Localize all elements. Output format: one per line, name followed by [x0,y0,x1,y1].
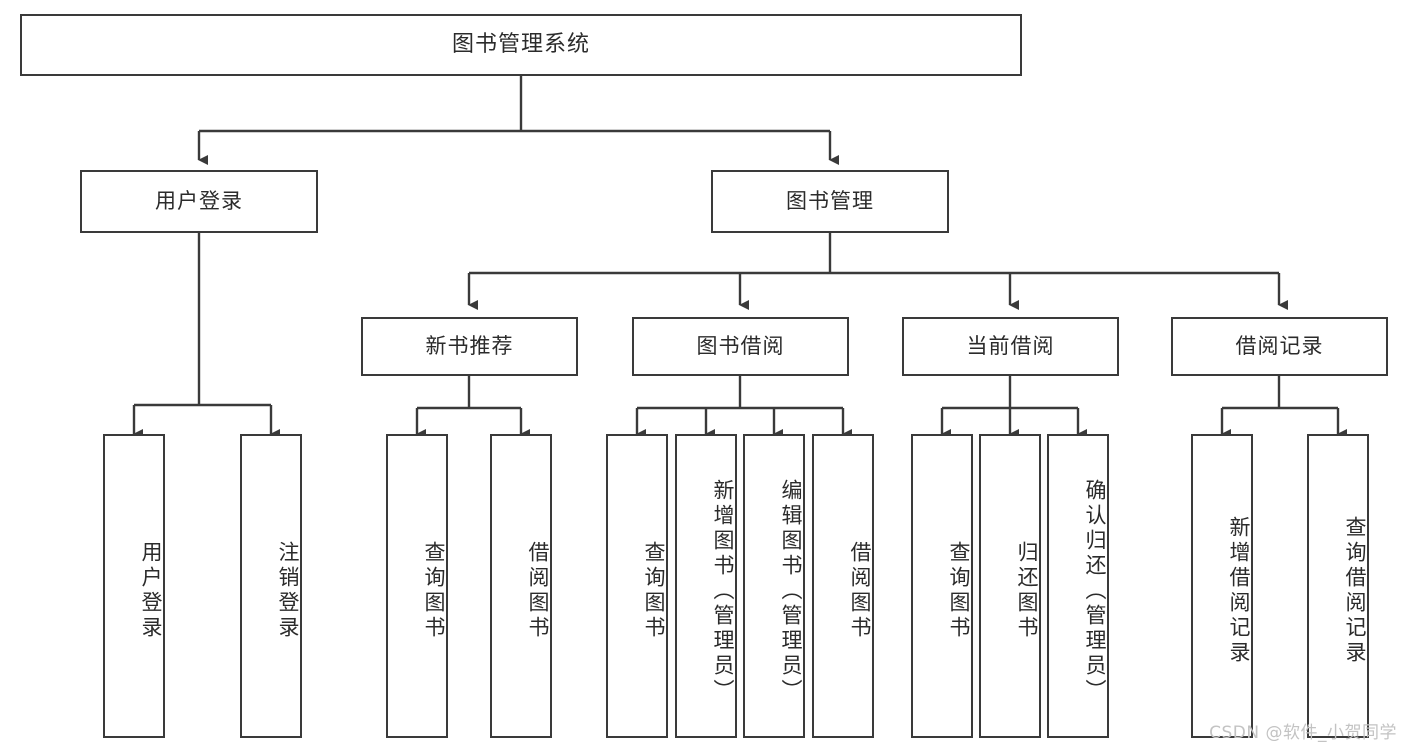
node-label: 新增借阅记录 [1227,516,1251,666]
node-label: 借阅记录 [1235,334,1324,359]
node-label: 归还图书 [1015,541,1039,641]
node-label: 查询图书 [947,541,971,641]
node-label: 注销登录 [276,541,300,641]
node-borrow-record[interactable]: 借阅记录 [1171,317,1388,376]
leaf-query-book-2[interactable]: 查询图书 [606,434,668,738]
node-label: 确认归还（管理员） [1083,478,1107,704]
leaf-add-record[interactable]: 新增借阅记录 [1191,434,1253,738]
node-label: 当前借阅 [966,334,1055,359]
node-label: 新增图书（管理员） [711,478,735,704]
node-label: 查询图书 [422,541,446,641]
node-label: 借阅图书 [526,541,550,641]
leaf-confirm-return[interactable]: 确认归还（管理员） [1047,434,1109,738]
leaf-edit-book[interactable]: 编辑图书（管理员） [743,434,805,738]
node-label: 图书管理系统 [451,32,590,58]
node-label: 查询借阅记录 [1343,516,1367,666]
leaf-query-book-1[interactable]: 查询图书 [386,434,448,738]
node-label: 借阅图书 [848,541,872,641]
node-new-book-recommend[interactable]: 新书推荐 [361,317,578,376]
node-label: 新书推荐 [425,334,514,359]
leaf-return-book[interactable]: 归还图书 [979,434,1041,738]
leaf-query-record[interactable]: 查询借阅记录 [1307,434,1369,738]
node-book-management[interactable]: 图书管理 [711,170,949,233]
leaf-user-login[interactable]: 用户登录 [103,434,165,738]
node-label: 用户登录 [139,541,163,641]
node-label: 编辑图书（管理员） [779,478,803,704]
node-label: 查询图书 [642,541,666,641]
leaf-add-book[interactable]: 新增图书（管理员） [675,434,737,738]
node-label: 图书管理 [786,189,874,214]
node-label: 用户登录 [155,189,243,214]
node-root-book-management-system[interactable]: 图书管理系统 [20,14,1022,76]
leaf-borrow-book-1[interactable]: 借阅图书 [490,434,552,738]
leaf-query-book-3[interactable]: 查询图书 [911,434,973,738]
node-label: 图书借阅 [696,334,785,359]
watermark-text: CSDN @软件_小贺同学 [1209,723,1397,743]
leaf-logout-login[interactable]: 注销登录 [240,434,302,738]
node-book-borrow[interactable]: 图书借阅 [632,317,849,376]
node-current-borrow[interactable]: 当前借阅 [902,317,1119,376]
node-user-login[interactable]: 用户登录 [80,170,318,233]
leaf-borrow-book-2[interactable]: 借阅图书 [812,434,874,738]
